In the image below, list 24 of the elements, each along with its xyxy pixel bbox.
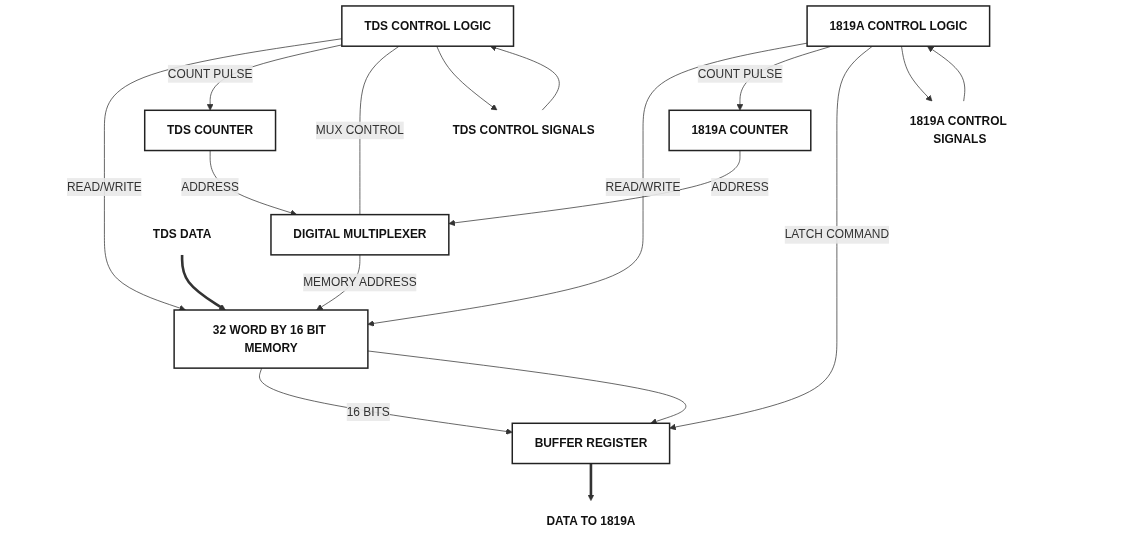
node-box: 1819A COUNTER xyxy=(668,109,812,152)
node-box: TDS COUNTER xyxy=(143,109,276,152)
node-box: BUFFER REGISTER xyxy=(511,422,670,465)
edge-label: ADDRESS xyxy=(710,180,769,194)
edge-label: LATCH COMMAND xyxy=(784,228,889,241)
edge-label: COUNT PULSE xyxy=(167,67,253,80)
node-box: TDS CONTROL LOGIC xyxy=(340,5,514,47)
node-text: TDS CONTROL SIGNALS xyxy=(452,123,595,137)
edge-label: 16 BITS xyxy=(346,405,390,418)
node-text: TDS DATA xyxy=(152,228,212,241)
arrow xyxy=(180,254,226,311)
node-box: DIGITAL MULTIPLEXER xyxy=(269,213,450,256)
edge-label: MEMORY ADDRESS xyxy=(302,275,417,289)
node-box: 32 WORD BY 16 BIT MEMORY xyxy=(173,309,369,369)
edge-label: MUX CONTROL xyxy=(315,123,404,137)
node-text: 1819A CONTROL SIGNALS xyxy=(909,114,1007,146)
edge-label: COUNT PULSE xyxy=(697,67,782,80)
node-box: 1819A CONTROL LOGIC xyxy=(806,5,990,47)
node-text: DATA TO 1819A xyxy=(546,514,636,527)
edge-label: READ/WRITE xyxy=(605,180,681,194)
edge-label: ADDRESS xyxy=(180,180,239,194)
arrow xyxy=(587,463,594,502)
connector xyxy=(359,45,400,215)
edge-label: READ/WRITE xyxy=(66,180,142,194)
